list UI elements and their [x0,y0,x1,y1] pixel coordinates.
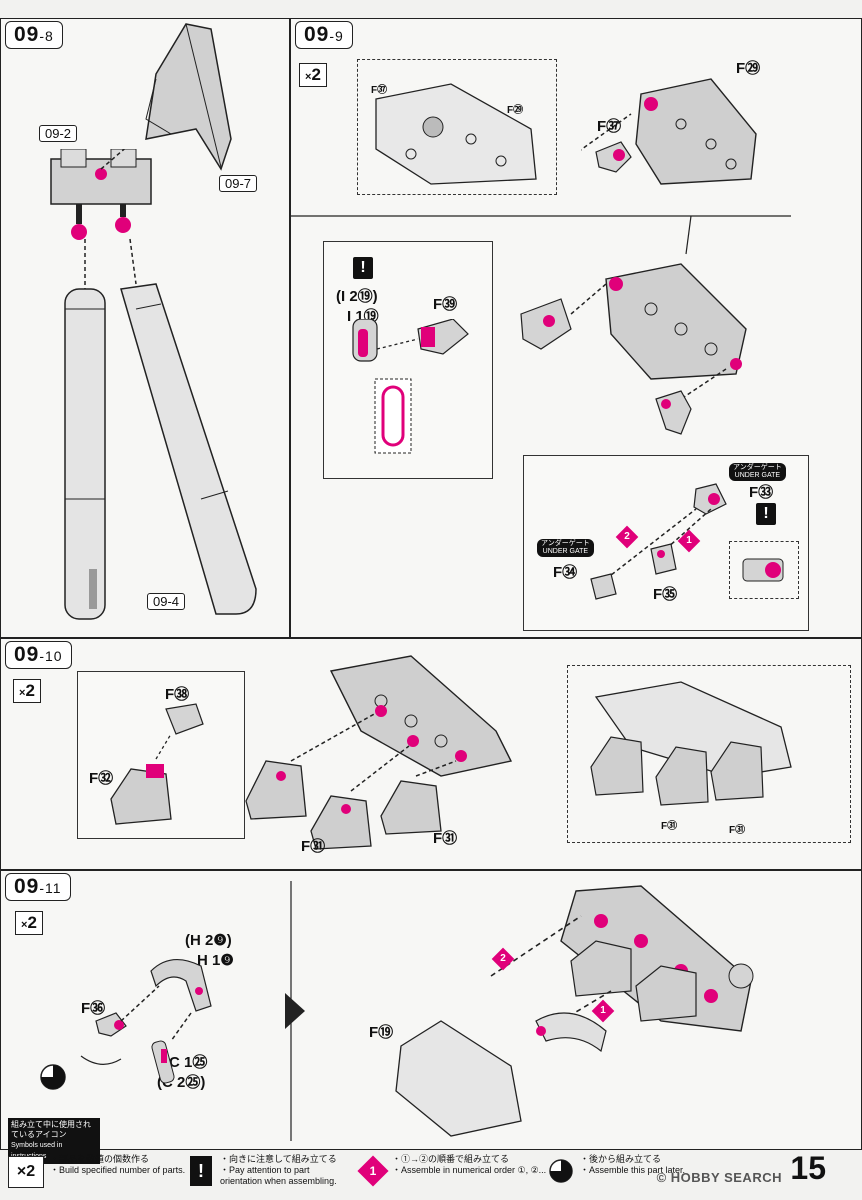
step-order-2-icon: 2 [615,525,639,549]
left-cylinder-illustration [64,239,106,620]
orientation-detail-illustration [742,558,784,582]
label-f31-a: F㉛ [301,838,326,855]
step-09-8-panel: 09-8 09-2 09-7 09-4 [0,18,290,638]
legend-assemble-later-text: ・後から組み立てる・Assemble this part later. [580,1154,686,1175]
part-f32-inset [77,671,245,839]
ref-09-7: 09-7 [219,175,258,192]
frame-assembly-illustration [520,263,747,435]
step-subnumber: -9 [329,28,344,44]
ref-09-4: 09-4 [147,593,186,610]
legend-assemble-later-icon [549,1159,573,1183]
part-f37-illustration [595,141,632,173]
step-09-8-tag: 09-8 [5,21,63,49]
label-f31-c: F㉛ [661,821,678,832]
completed-preview-inset [567,665,851,843]
label-f32: F㉜ [89,770,114,787]
step-number: 09 [14,875,40,898]
frame-f29-illustration [581,78,757,185]
legend-order-number: 1 [369,1164,377,1178]
next-arrow-icon [285,993,305,1029]
label-f29-inset: F㉙ [507,105,524,116]
quantity-x2-icon: ××22 [299,63,327,87]
completed-frame-illustration [590,681,792,806]
step-order-2-icon: 2 [491,947,515,971]
step-09-9-tag: 09-9 [295,21,353,49]
orientation-warning-icon: ! [353,257,373,279]
inset-frame-part-illustration [375,83,537,185]
watermark: © HOBBY SEARCH [656,1170,782,1185]
part-i1-illustration [352,319,469,454]
label-f31-d: F㉛ [729,825,746,836]
label-h1: H 1❾ [197,952,234,969]
step-subnumber: -11 [39,880,62,896]
legend-multiply-icon: ×2 [8,1156,44,1188]
step-09-11-tag: 09-11 [5,873,71,901]
legend-warning-text: ・向きに注意して組み立てる・Pay attention to part orie… [220,1154,337,1186]
step-number: 09 [14,23,40,46]
step-number: 09 [14,643,40,666]
final-frame-assembly-illustration [395,885,754,1137]
orientation-detail-inset [729,541,799,599]
step-09-10-tag: 09-10 [5,641,72,669]
step-order-1-icon: 1 [677,529,701,553]
frame-with-feet-illustration [245,655,513,850]
step-order-1-icon: 1 [591,999,615,1023]
legend-multiply-text: ・部品を数値の個数作る・Build specified number of pa… [50,1154,186,1175]
step-09-10-panel: 09-10 ×2 F㊳ F㉜ F㉛ F㉛ F㉛ F㉛ [0,638,862,870]
label-f35: F㉟ [653,586,678,603]
step-subnumber: -8 [39,28,54,44]
label-h2: (H 2❾) [185,932,232,949]
step-09-9-panel: 09-9 ××22 F㊲ F㉙ F㉙ F㊲ ! (I 2⑲) I 1⑲ F㊴ [290,18,862,638]
step-number: 09 [304,23,330,46]
step-subnumber: -10 [39,648,63,664]
label-f19: F⑲ [369,1024,394,1041]
label-f37: F㊲ [597,118,622,135]
legend-order-text: ・①→②の順番で組み立てる・Assemble in numerical orde… [392,1154,547,1175]
orientation-inset [357,59,557,195]
arm-parts-illustration [80,959,212,1084]
shield-part-illustration [145,23,232,171]
quantity-x2-icon: ×2 [13,679,41,703]
orientation-warning-icon-2: ! [756,503,776,525]
legend-warning-icon: ! [190,1156,212,1186]
label-f37-inset: F㊲ [371,85,388,96]
label-f33: F㉝ [749,484,774,501]
label-c1: C 1㉕ [169,1054,208,1071]
ref-09-2: 09-2 [39,125,78,142]
page-number: 15 [790,1150,826,1186]
part-f32-illustration [110,703,204,825]
under-gate-parts-illustration [590,483,727,600]
label-f36: F㊱ [81,1000,106,1017]
assemble-later-icon [40,1064,66,1090]
right-cylinder-illustration [120,238,257,615]
callout-lines [291,215,791,255]
quantity-x2-icon: ×2 [15,911,43,935]
step-09-11-panel: 09-11 ×2 (H 2❾) H 1❾ F㊱ C 1㉕ (C 2㉕) F⑲ [0,870,862,1150]
joint-block-illustration [50,149,152,240]
label-f39: F㊴ [433,296,458,313]
label-f34: F㉞ [553,564,578,581]
label-f29: F㉙ [736,60,761,77]
label-f31-b: F㉛ [433,830,458,847]
label-i2: (I 2⑲) [336,288,378,305]
label-f38: F㊳ [165,686,190,703]
